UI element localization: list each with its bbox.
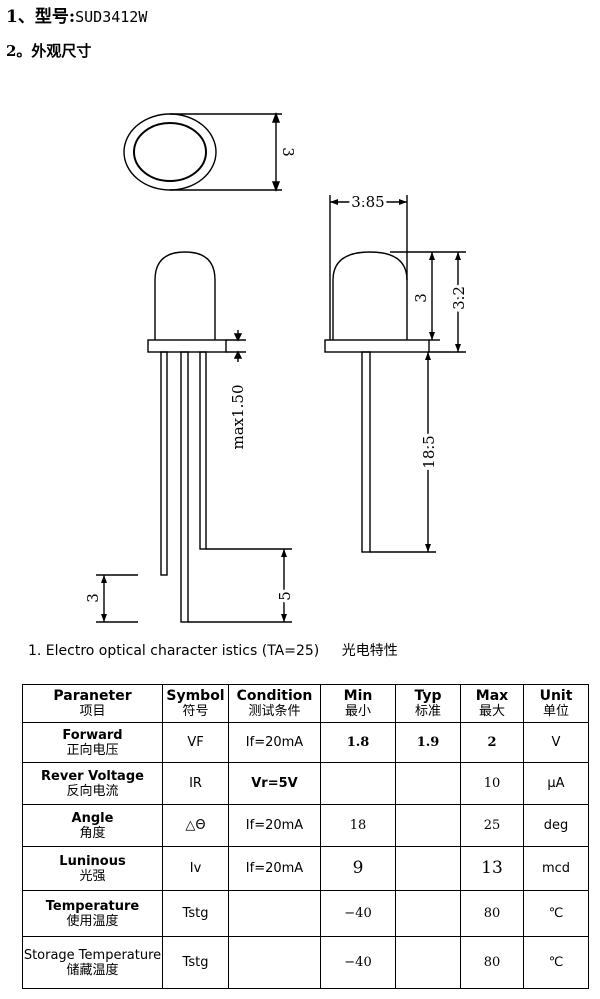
symbol-cell: Tstg bbox=[162, 936, 229, 989]
max-cell: 2 bbox=[460, 722, 524, 763]
led-outline-drawing: 3 3.85 3 3.2 max1.50 18.5 3 5 bbox=[84, 112, 468, 623]
dimension-heading: 2。外观尺寸 bbox=[6, 42, 92, 60]
condition-cell: If=20mA bbox=[228, 804, 321, 847]
condition-cell: If=20mA bbox=[228, 722, 321, 763]
typ-cell bbox=[395, 846, 461, 891]
symbol-cell: Tstg bbox=[162, 890, 229, 937]
condition-cell bbox=[228, 936, 321, 989]
typ-cell bbox=[395, 804, 461, 847]
section-title-en: 1. Electro optical character istics (TA=… bbox=[28, 643, 320, 659]
side-view-dome bbox=[332, 251, 408, 340]
dim-lead-diff-right: 5 bbox=[276, 591, 294, 601]
typ-cell bbox=[395, 936, 461, 989]
min-cell: 18 bbox=[320, 804, 396, 847]
side-view-flange bbox=[324, 339, 430, 353]
unit-cell: V bbox=[523, 722, 589, 763]
unit-cell: deg bbox=[523, 804, 589, 847]
condition-cell bbox=[228, 890, 321, 937]
top-view-outer-ring bbox=[123, 113, 217, 191]
min-cell bbox=[320, 762, 396, 805]
min-cell: −40 bbox=[320, 936, 396, 989]
max-cell: 10 bbox=[460, 762, 524, 805]
unit-cell: ℃ bbox=[523, 890, 589, 937]
typ-cell bbox=[395, 762, 461, 805]
condition-cell: Vr=5V bbox=[228, 762, 321, 805]
dim-flange: max1.50 bbox=[229, 384, 247, 449]
typ-cell bbox=[395, 890, 461, 937]
side-lead bbox=[361, 351, 371, 553]
front-view-flange bbox=[147, 339, 227, 353]
dim-lead-length: 18.5 bbox=[420, 435, 438, 468]
symbol-cell: Iv bbox=[162, 846, 229, 891]
section-title: 1. Electro optical character istics (TA=… bbox=[28, 640, 398, 660]
front-lead-right bbox=[199, 351, 207, 550]
min-cell: 9 bbox=[320, 846, 396, 891]
dim-top-diameter: 3 bbox=[279, 147, 297, 157]
max-cell: 80 bbox=[460, 936, 524, 989]
unit-cell: ℃ bbox=[523, 936, 589, 989]
dim-dome-height: 3 bbox=[412, 293, 430, 303]
front-lead-left bbox=[160, 351, 168, 576]
condition-cell: If=20mA bbox=[228, 846, 321, 891]
model-value: SUD3412W bbox=[75, 8, 148, 26]
max-cell: 80 bbox=[460, 890, 524, 937]
dim-lead-diff-left: 3 bbox=[84, 593, 102, 603]
symbol-cell: △Θ bbox=[162, 804, 229, 847]
dim-width: 3.85 bbox=[351, 193, 384, 211]
max-cell: 13 bbox=[460, 846, 524, 891]
typ-cell: 1.9 bbox=[395, 722, 461, 763]
min-cell: 1.8 bbox=[320, 722, 396, 763]
max-cell: 25 bbox=[460, 804, 524, 847]
symbol-cell: VF bbox=[162, 722, 229, 763]
unit-cell: μA bbox=[523, 762, 589, 805]
section-title-cn: 光电特性 bbox=[341, 643, 398, 659]
top-view-inner-ring bbox=[133, 122, 207, 182]
model-line: 1、型号:SUD3412W bbox=[6, 2, 147, 27]
model-label: 1、型号: bbox=[6, 7, 76, 27]
front-lead-middle bbox=[180, 351, 189, 623]
symbol-cell: IR bbox=[162, 762, 229, 805]
unit-cell: mcd bbox=[523, 846, 589, 891]
front-view-dome bbox=[154, 251, 216, 340]
min-cell: −40 bbox=[320, 890, 396, 937]
dim-body-height: 3.2 bbox=[450, 286, 468, 310]
